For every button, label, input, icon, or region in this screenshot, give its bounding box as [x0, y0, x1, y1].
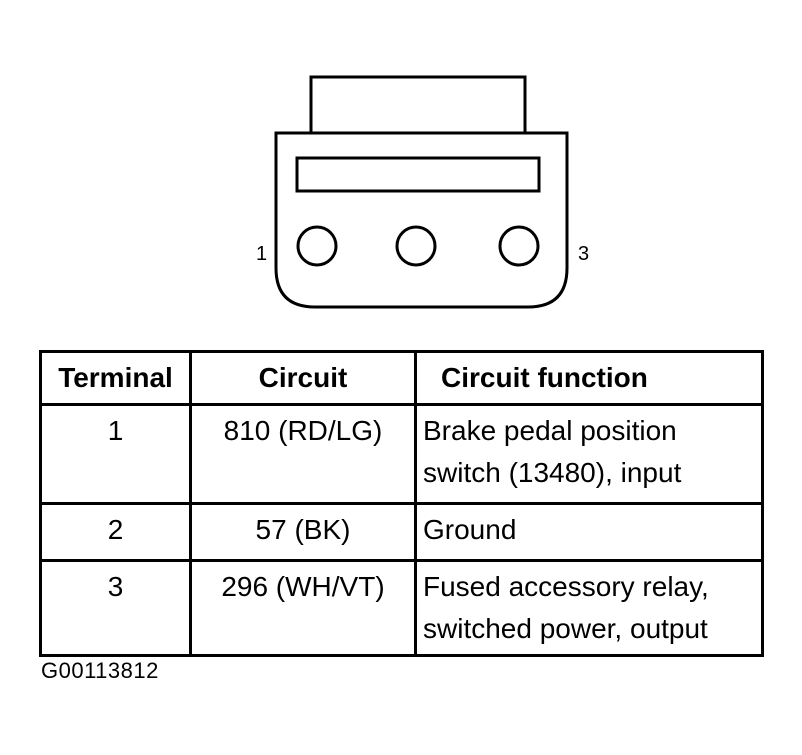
- figure-code: G00113812: [41, 658, 159, 683]
- function-line: switch (13480), input: [423, 457, 682, 488]
- function-line: Brake pedal position: [423, 415, 677, 446]
- function-line: switched power, output: [423, 613, 708, 644]
- pin-cavity-2: [395, 225, 437, 267]
- pin-cavity-1: [296, 225, 338, 267]
- function-cell: Fused accessory relay, switched power, o…: [414, 559, 764, 657]
- table-row: 3 296 (WH/VT) Fused accessory relay, swi…: [39, 559, 764, 657]
- terminal-cell: 2: [39, 502, 192, 562]
- function-cell: Ground: [414, 502, 764, 562]
- circuit-cell: 810 (RD/LG): [189, 403, 417, 505]
- function-line: Fused accessory relay,: [423, 571, 709, 602]
- header-circuit: Circuit: [189, 350, 417, 406]
- header-circuit-function: Circuit function: [414, 350, 764, 406]
- table-row: 2 57 (BK) Ground: [39, 502, 764, 562]
- circuit-cell: 57 (BK): [189, 502, 417, 562]
- function-line: Ground: [423, 514, 517, 545]
- function-cell: Brake pedal position switch (13480), inp…: [414, 403, 764, 505]
- header-terminal: Terminal: [39, 350, 192, 406]
- connector-locking-tab: [309, 75, 527, 136]
- pin-cavity-3: [498, 225, 540, 267]
- connector-diagram: 1 3: [256, 75, 589, 309]
- table-header-row: Terminal Circuit Circuit function: [39, 350, 764, 406]
- terminal-cell: 1: [39, 403, 192, 505]
- table-row: 1 810 (RD/LG) Brake pedal position switc…: [39, 403, 764, 505]
- terminal-table: Terminal Circuit Circuit function 1 810 …: [39, 350, 764, 657]
- terminal-cell: 3: [39, 559, 192, 657]
- pin-label-right: 3: [578, 243, 589, 265]
- pin-label-left: 1: [256, 243, 267, 265]
- circuit-cell: 296 (WH/VT): [189, 559, 417, 657]
- connector-slot: [295, 156, 541, 193]
